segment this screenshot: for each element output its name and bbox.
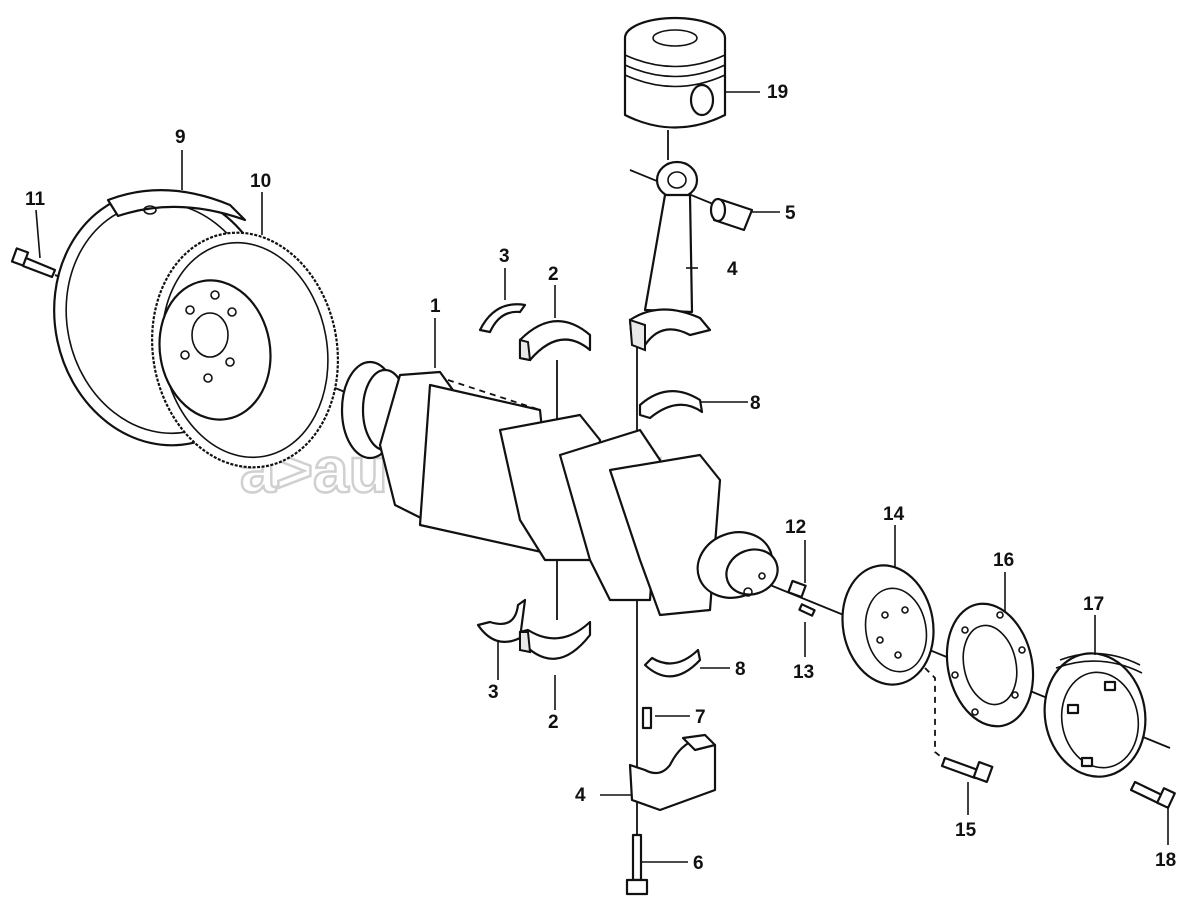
small-pin [798, 603, 816, 617]
piston [623, 16, 727, 129]
callout-12: 12 [785, 517, 806, 538]
connecting-rod-cap [628, 733, 717, 812]
leader-lines [35, 91, 1169, 863]
flywheel-ring-gear [151, 231, 339, 469]
callout-3-upper: 3 [499, 246, 510, 267]
main-bearing-upper [518, 320, 592, 362]
crank-hub [841, 564, 935, 686]
callout-3-lower: 3 [488, 682, 499, 703]
callout-13: 13 [793, 662, 814, 683]
piston-pin-bushing [709, 197, 754, 232]
callout-18: 18 [1155, 850, 1176, 871]
callout-8-lower: 8 [735, 659, 746, 680]
flywheel-bolt [10, 247, 57, 279]
callout-11: 11 [25, 189, 46, 210]
main-bearing-lower [518, 620, 592, 660]
callout-7: 7 [695, 707, 706, 728]
callout-labels: 9 10 11 1 3 2 4 19 5 8 12 14 16 17 3 2 8… [25, 82, 1176, 874]
callout-2-upper: 2 [548, 264, 559, 285]
thrust-washer-upper [478, 303, 527, 334]
callout-8-upper: 8 [750, 393, 761, 414]
damper-bolt [1129, 780, 1176, 809]
callout-10: 10 [250, 171, 271, 192]
callout-5: 5 [785, 203, 796, 224]
callout-14: 14 [883, 504, 905, 525]
callout-4-lower: 4 [575, 785, 586, 806]
callout-2-lower: 2 [548, 712, 559, 733]
rod-bearing-upper [638, 390, 704, 420]
dowel-pin [641, 706, 653, 730]
callout-19: 19 [767, 82, 788, 103]
callout-15: 15 [955, 820, 977, 841]
hub-bolt [940, 756, 994, 784]
callout-1: 1 [430, 296, 441, 317]
damper-plate [945, 602, 1035, 728]
crank-key [787, 579, 807, 599]
connecting-rod [628, 160, 712, 352]
callout-16: 16 [993, 550, 1014, 571]
callout-6: 6 [693, 853, 704, 874]
crankshaft [340, 360, 779, 617]
callout-4-upper: 4 [727, 259, 738, 280]
callout-9: 9 [175, 127, 186, 148]
rod-bearing-lower [643, 648, 702, 678]
callout-17: 17 [1083, 594, 1104, 615]
thrust-washer-lower [476, 598, 527, 643]
connecting-rod-bolt [625, 833, 649, 896]
vibration-damper [1043, 652, 1147, 778]
